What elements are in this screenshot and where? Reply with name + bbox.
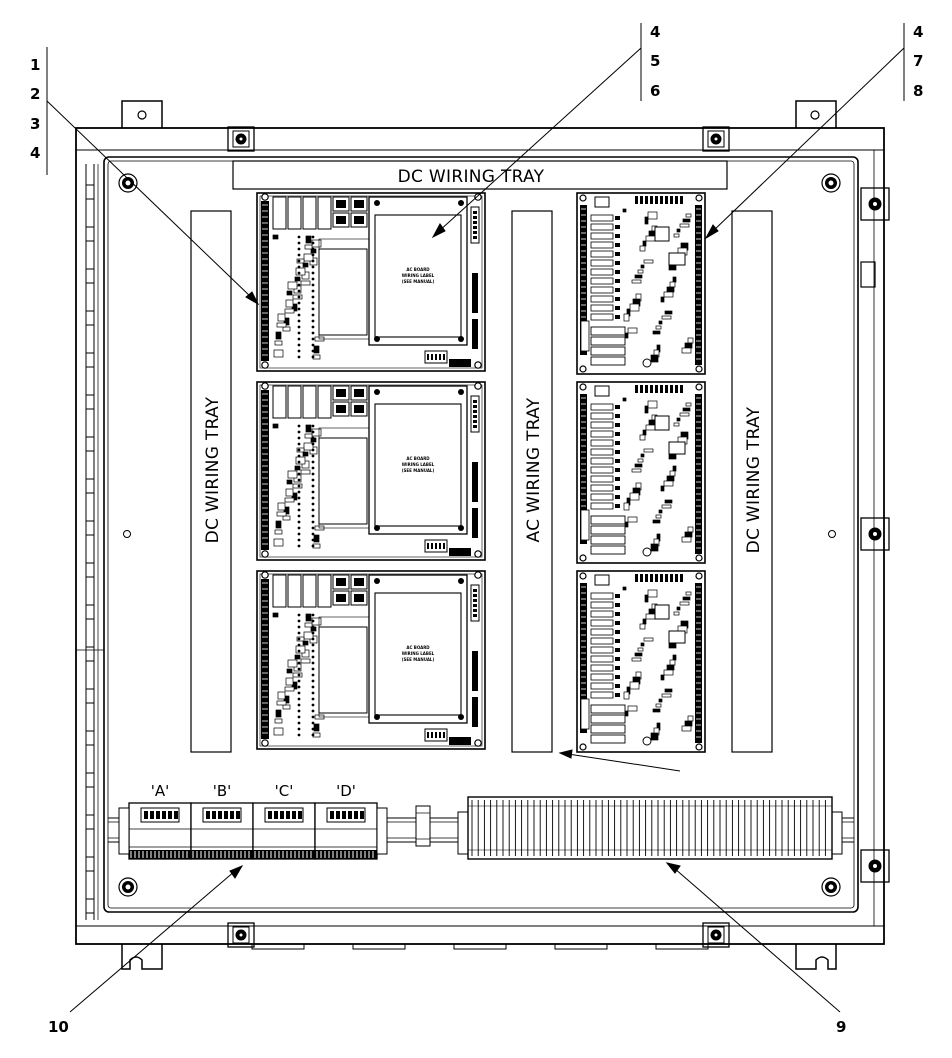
board-cover-text: AC BOARD — [406, 456, 430, 461]
board-cover-text: (SEE MANUAL) — [402, 468, 435, 473]
control-board — [576, 381, 706, 564]
board-cover-text: (SEE MANUAL) — [402, 279, 435, 284]
callout-5: 5 — [650, 52, 660, 70]
control-board — [576, 570, 706, 753]
control-boards — [576, 192, 706, 753]
latches — [227, 126, 890, 948]
left-dc-tray-label: DC WIRING TRAY — [203, 396, 223, 543]
terminal-connector: 'A' — [128, 782, 192, 860]
callout-7: 7 — [913, 52, 923, 70]
callout-4-middle: 4 — [650, 23, 660, 41]
top-dc-tray-label: DC WIRING TRAY — [398, 167, 545, 187]
enclosure — [75, 100, 885, 970]
control-board — [576, 192, 706, 375]
terminal-connectors: 'A' 'B' 'C' 'D' — [118, 782, 388, 860]
hinge-knuckles — [86, 184, 94, 914]
connector-label: 'C' — [275, 782, 294, 800]
board-cover-text: AC BOARD — [406, 267, 430, 272]
callout-4: 4 — [30, 144, 40, 162]
board-cover-text: WIRING LABEL — [402, 273, 435, 278]
connector-label: 'D' — [336, 782, 356, 800]
board-cover-text: WIRING LABEL — [402, 462, 435, 467]
callout-10: 10 — [48, 1018, 69, 1036]
connector-label: 'A' — [151, 782, 170, 800]
callout-6: 6 — [650, 82, 660, 100]
callout-4-right: 4 — [913, 23, 923, 41]
terminal-connector: 'B' — [190, 782, 254, 860]
callout-9: 9 — [836, 1018, 846, 1036]
board-cover-text: WIRING LABEL — [402, 651, 435, 656]
callouts: 1 2 3 4 4 5 6 4 7 8 10 9 — [30, 23, 923, 1036]
panel-screws — [118, 173, 841, 897]
right-dc-tray-label: DC WIRING TRAY — [744, 406, 764, 553]
callout-8: 8 — [913, 82, 923, 100]
wiring-trays — [190, 160, 773, 753]
terminal-strip — [457, 796, 843, 860]
terminal-connector: 'D' — [314, 782, 378, 860]
callout-1: 1 — [30, 56, 40, 74]
board-cover-text: (SEE MANUAL) — [402, 657, 435, 662]
callout-2: 2 — [30, 85, 40, 103]
connector-label: 'B' — [213, 782, 232, 800]
callout-3: 3 — [30, 115, 40, 133]
terminal-connector: 'C' — [252, 782, 316, 860]
middle-ac-tray-label: AC WIRING TRAY — [524, 397, 544, 542]
board-cover-text: AC BOARD — [406, 645, 430, 650]
leader-lines — [46, 23, 905, 1013]
